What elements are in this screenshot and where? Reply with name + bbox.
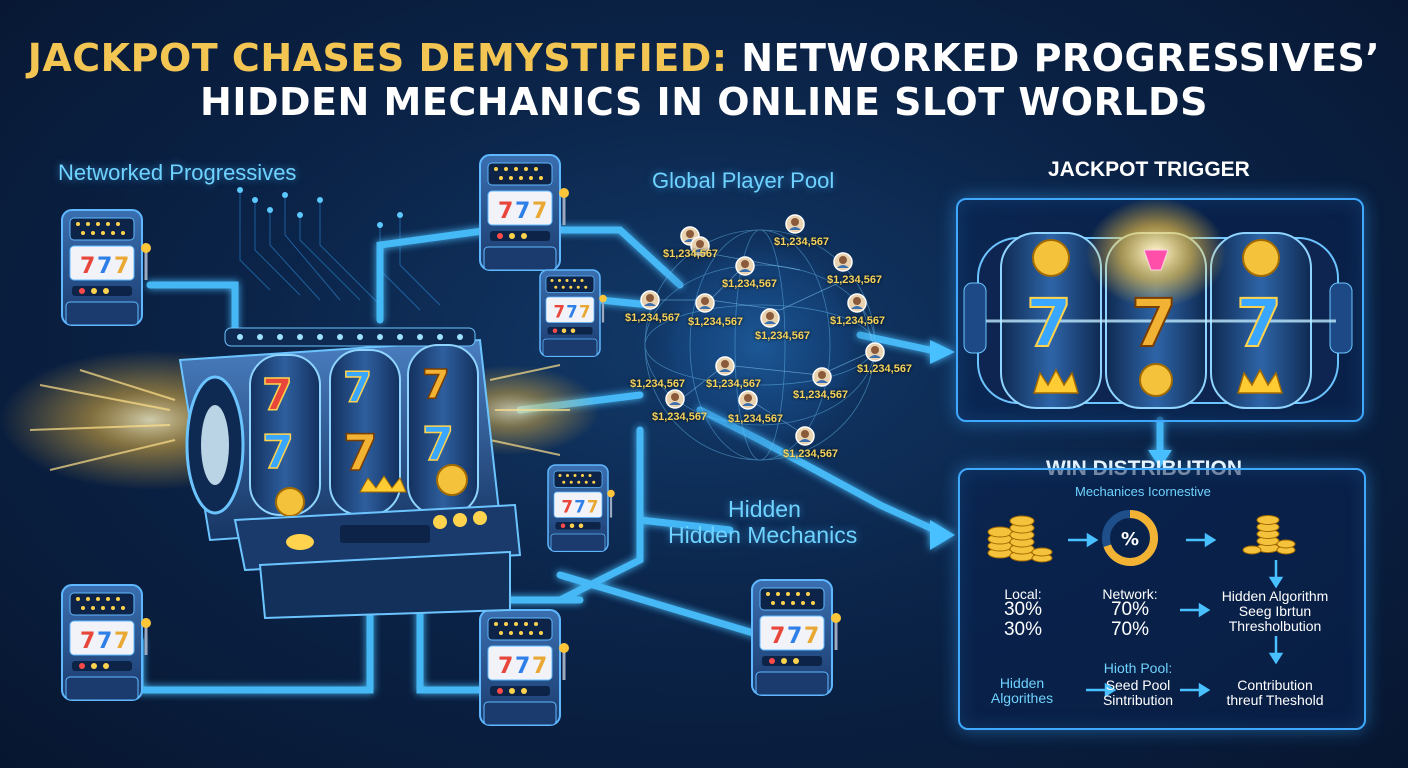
coin-stack-icon xyxy=(1242,515,1296,555)
distribution-subheading: Mechanices Icornestive xyxy=(1075,484,1211,499)
local-value-1: 30% xyxy=(1003,599,1043,620)
globe xyxy=(640,225,880,465)
bottom-mid-line2: Sintribution xyxy=(1102,692,1174,708)
pool-amount-5: $1,234,567 xyxy=(625,312,681,324)
pool-amount-7: $1,234,567 xyxy=(755,330,811,342)
svg-text:7: 7 xyxy=(343,363,372,412)
pool-amount-8: $1,234,567 xyxy=(830,315,886,327)
pool-amount-1: $1,234,567 xyxy=(663,248,719,260)
bottom-mid-line1: Seed Pool xyxy=(1105,677,1171,693)
crown-icon xyxy=(1236,368,1284,394)
pool-amount-15: $1,234,567 xyxy=(783,448,839,460)
title-line-1: JACKPOT CHASES DEMYSTIFIED: NETWORKED PR… xyxy=(0,36,1408,80)
global-player-pool-label: Global Player Pool xyxy=(652,168,835,193)
hidden-algorithm-line2: Seeg Ibrtun xyxy=(1238,603,1312,619)
pool-amount-10: $1,234,567 xyxy=(630,378,686,390)
hidden-label-line1: Hidden xyxy=(728,496,801,522)
pool-amount-14: $1,234,567 xyxy=(728,413,784,425)
bottom-mid-line0: Hioth Pool: xyxy=(1103,660,1173,676)
pool-amount-9: $1,234,567 xyxy=(857,363,913,375)
local-label: Local: xyxy=(1004,586,1042,602)
pool-amount-13: $1,234,567 xyxy=(652,411,708,423)
coin-stack-icon xyxy=(987,515,1053,563)
title-line-2: HIDDEN MECHANICS IN ONLINE SLOT WORLDS xyxy=(200,80,1208,124)
main-slot-machine: 7 7 7 7 7 7 xyxy=(178,327,522,620)
circuit-nodes xyxy=(237,187,403,228)
jackpot-reels: 7 7 7 xyxy=(963,198,1353,409)
crown-icon xyxy=(1032,368,1080,394)
percent-icon: % xyxy=(1121,529,1139,550)
distribution-icons: % xyxy=(987,510,1296,698)
svg-text:7: 7 xyxy=(262,370,293,421)
pool-amount-11: $1,234,567 xyxy=(706,378,762,390)
pool-amount-6: $1,234,567 xyxy=(688,316,744,328)
title-gold-part: JACKPOT CHASES DEMYSTIFIED: xyxy=(27,36,728,80)
trigger-seven-center: 7 xyxy=(1131,285,1177,362)
win-distribution-panel xyxy=(958,468,1366,730)
bottom-right-line1: Contribution xyxy=(1237,677,1313,693)
hidden-algorithm-line1: Hidden Algorithm xyxy=(1221,588,1329,604)
hidden-mechanics-label: Hidden Mechanics xyxy=(668,522,858,548)
network-label: Network: xyxy=(1102,586,1158,602)
hidden-algorithm-line3: Thresholbution xyxy=(1228,618,1322,634)
svg-text:7: 7 xyxy=(422,417,454,471)
svg-text:7: 7 xyxy=(343,424,378,482)
circuit-lines xyxy=(239,190,441,311)
pool-amount-3: $1,234,567 xyxy=(722,278,778,290)
pool-amount-12: $1,234,567 xyxy=(793,389,849,401)
bottom-left-line2: Algorithes xyxy=(990,690,1054,706)
pool-amount-2: $1,234,567 xyxy=(774,236,830,248)
trigger-seven-left: 7 xyxy=(1026,285,1072,362)
trigger-seven-right: 7 xyxy=(1236,285,1282,362)
bottom-right-line2: threuf Theshold xyxy=(1226,692,1324,708)
bottom-left-line1: Hidden xyxy=(999,675,1045,691)
networked-progressives-label: Networked Progressives xyxy=(58,160,297,185)
local-value-2: 30% xyxy=(1003,619,1043,640)
title-white-part: NETWORKED PROGRESSIVES’ xyxy=(727,36,1381,80)
jackpot-trigger-heading: JACKPOT TRIGGER xyxy=(1048,158,1250,181)
pool-amount-4: $1,234,567 xyxy=(827,274,883,286)
network-value-1: 70% xyxy=(1110,599,1150,620)
svg-text:7: 7 xyxy=(262,425,294,479)
svg-text:7: 7 xyxy=(422,362,450,408)
network-value-2: 70% xyxy=(1110,619,1150,640)
arrows xyxy=(930,340,1172,550)
